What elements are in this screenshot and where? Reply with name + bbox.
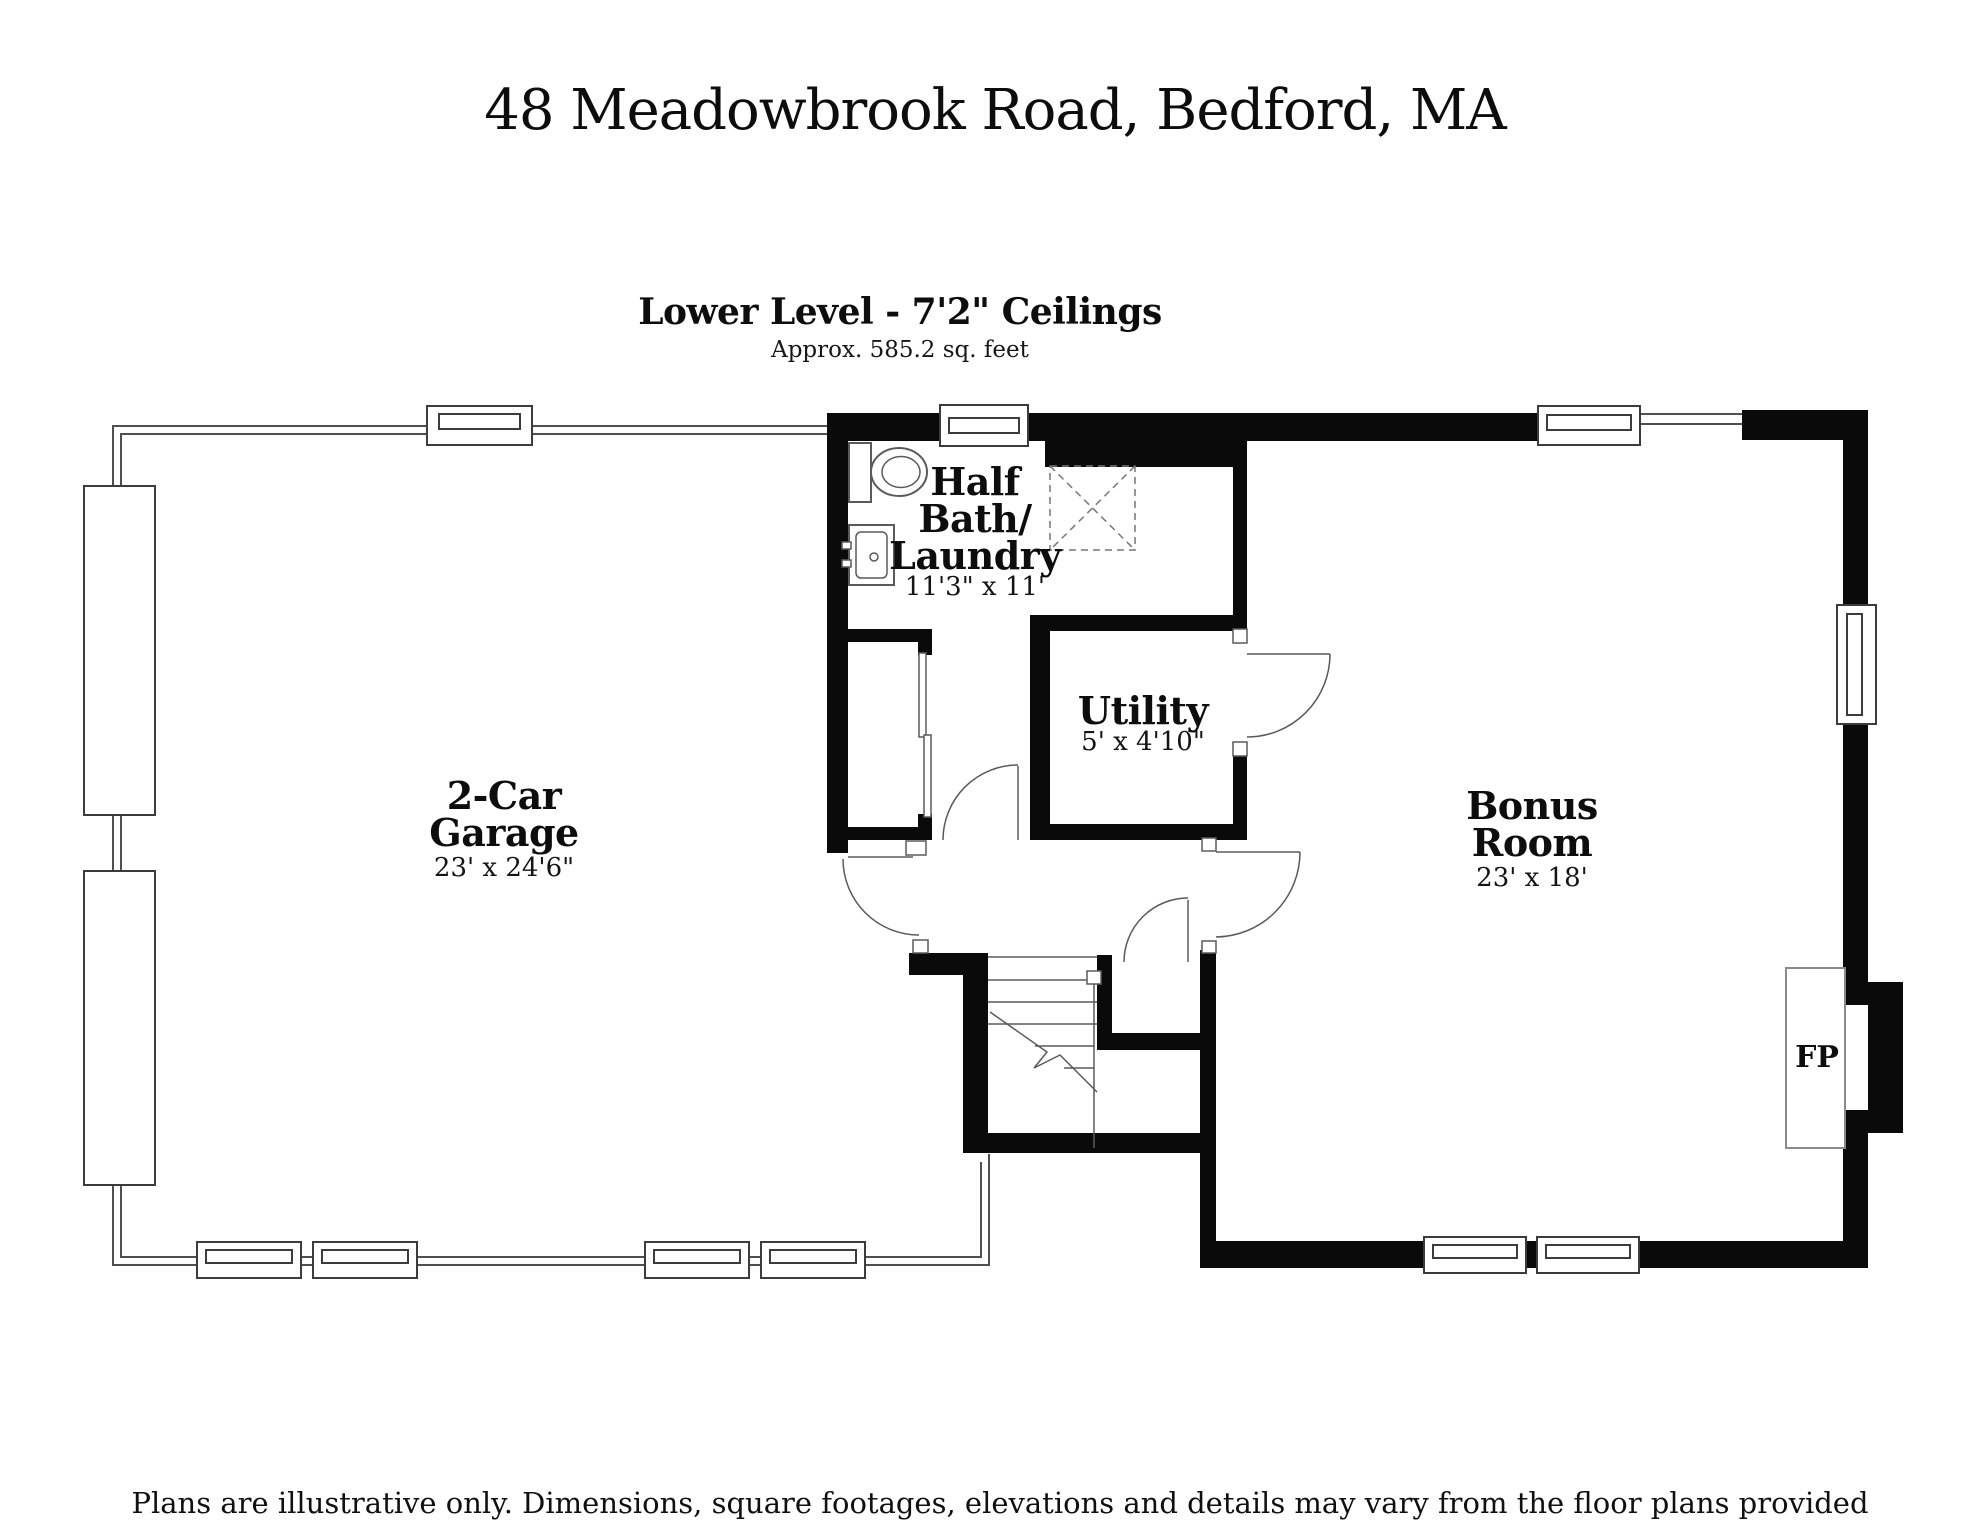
utility-left-wall — [1030, 615, 1050, 840]
center-section-walls — [827, 413, 1247, 1255]
closet-sliding-door — [918, 652, 932, 818]
approx-area: Approx. 585.2 sq. feet — [771, 337, 1029, 363]
fireplace-notch — [1843, 1005, 1868, 1110]
bathroom-fixtures — [841, 442, 928, 586]
room-label-garage: 2-Car Garage 23' x 24'6" — [429, 773, 579, 884]
room-name: Bath/ — [918, 496, 1032, 541]
washer-dryer-area — [1049, 465, 1136, 551]
room-name: Half — [930, 459, 1020, 504]
room-dims: 11'3" x 11' — [904, 572, 1046, 602]
stair-bottom-wall — [963, 1133, 1203, 1153]
garage-left-window-bays — [83, 485, 156, 1186]
bonus-top-thin-wall — [1640, 413, 1742, 425]
garage-top-window — [426, 405, 533, 446]
stair-left-wall — [963, 975, 988, 1153]
utility-door — [1246, 653, 1331, 738]
room-name: Room — [1471, 820, 1593, 865]
disclaimer-text: Plans are illustrative only. Dimensions,… — [131, 1486, 1869, 1520]
garage-bottom-windows — [196, 1241, 866, 1279]
bonus-right-window — [1836, 604, 1877, 725]
garage-outer-wall — [112, 425, 990, 1266]
page-title: 48 Meadowbrook Road, Bedford, MA — [484, 77, 1506, 143]
plan-title: Lower Level - 7'2" Ceilings Approx. 585.… — [638, 291, 1162, 364]
bonus-lower-left-wall — [1200, 950, 1216, 1255]
window-bay — [83, 485, 156, 816]
sink-icon — [841, 524, 895, 586]
room-name: Garage — [429, 810, 579, 855]
stair-door — [1123, 897, 1189, 963]
room-label-half-bath: Half Bath/ Laundry 11'3" x 11' — [889, 463, 1061, 601]
room-name: Bonus — [1466, 783, 1598, 828]
fireplace-box — [1785, 967, 1846, 1149]
bonus-bottom-wall — [1200, 1241, 1868, 1268]
utility-right-wall-lower — [1233, 756, 1247, 824]
closet-top-wall — [848, 629, 932, 642]
utility-bottom-wall — [1030, 824, 1247, 840]
wall-windows — [939, 404, 1877, 1274]
halfbath-right-block — [1045, 413, 1247, 467]
garage-inner-wall — [120, 433, 982, 1258]
bonus-room-door — [1215, 851, 1301, 938]
bonus-bottom-window — [1423, 1236, 1527, 1274]
stair-top-left-wall — [909, 953, 988, 975]
room-dims: 23' x 18' — [1476, 863, 1588, 893]
halfbath-top-window — [939, 404, 1029, 447]
fireplace-bump-wall — [1868, 982, 1903, 1133]
stairs — [988, 956, 1098, 1148]
room-label-bonus: Bonus Room 23' x 18' — [1466, 783, 1598, 894]
halfbath-left-wall — [827, 413, 848, 853]
bonus-top-window — [1537, 405, 1641, 446]
bonus-upper-left-wall — [1233, 441, 1247, 628]
stair-mid-wall — [1097, 1033, 1203, 1050]
toilet-icon — [848, 442, 928, 503]
door-swings — [842, 653, 1331, 963]
laundry-door — [942, 764, 1019, 841]
bonus-room-walls — [1200, 410, 1903, 1268]
bonus-right-wall — [1843, 410, 1868, 1255]
garage-hall-door — [842, 856, 920, 936]
window-bay — [83, 870, 156, 1186]
room-dims: 5' x 4'10" — [1081, 727, 1205, 757]
stair-break-line — [989, 1011, 1098, 1093]
utility-right-wall-upper — [1233, 615, 1247, 629]
room-name: Utility — [1077, 688, 1209, 733]
room-label-utility: Utility 5' x 4'10" — [1077, 688, 1209, 757]
room-name: 2-Car — [446, 773, 562, 818]
bonus-top-wall-left — [1247, 413, 1540, 441]
fireplace — [1785, 967, 1846, 1149]
garage-walls — [112, 425, 990, 1266]
level-title: Lower Level - 7'2" Ceilings — [638, 291, 1162, 333]
utility-top-wall — [1030, 615, 1247, 631]
room-dims: 23' x 24'6" — [433, 853, 575, 883]
closet-bottom-wall — [848, 827, 932, 840]
fireplace-label: FP — [1795, 1040, 1839, 1075]
room-name: Laundry — [889, 533, 1061, 578]
door-hinges — [905, 628, 1248, 985]
bonus-bottom-window — [1536, 1236, 1640, 1274]
